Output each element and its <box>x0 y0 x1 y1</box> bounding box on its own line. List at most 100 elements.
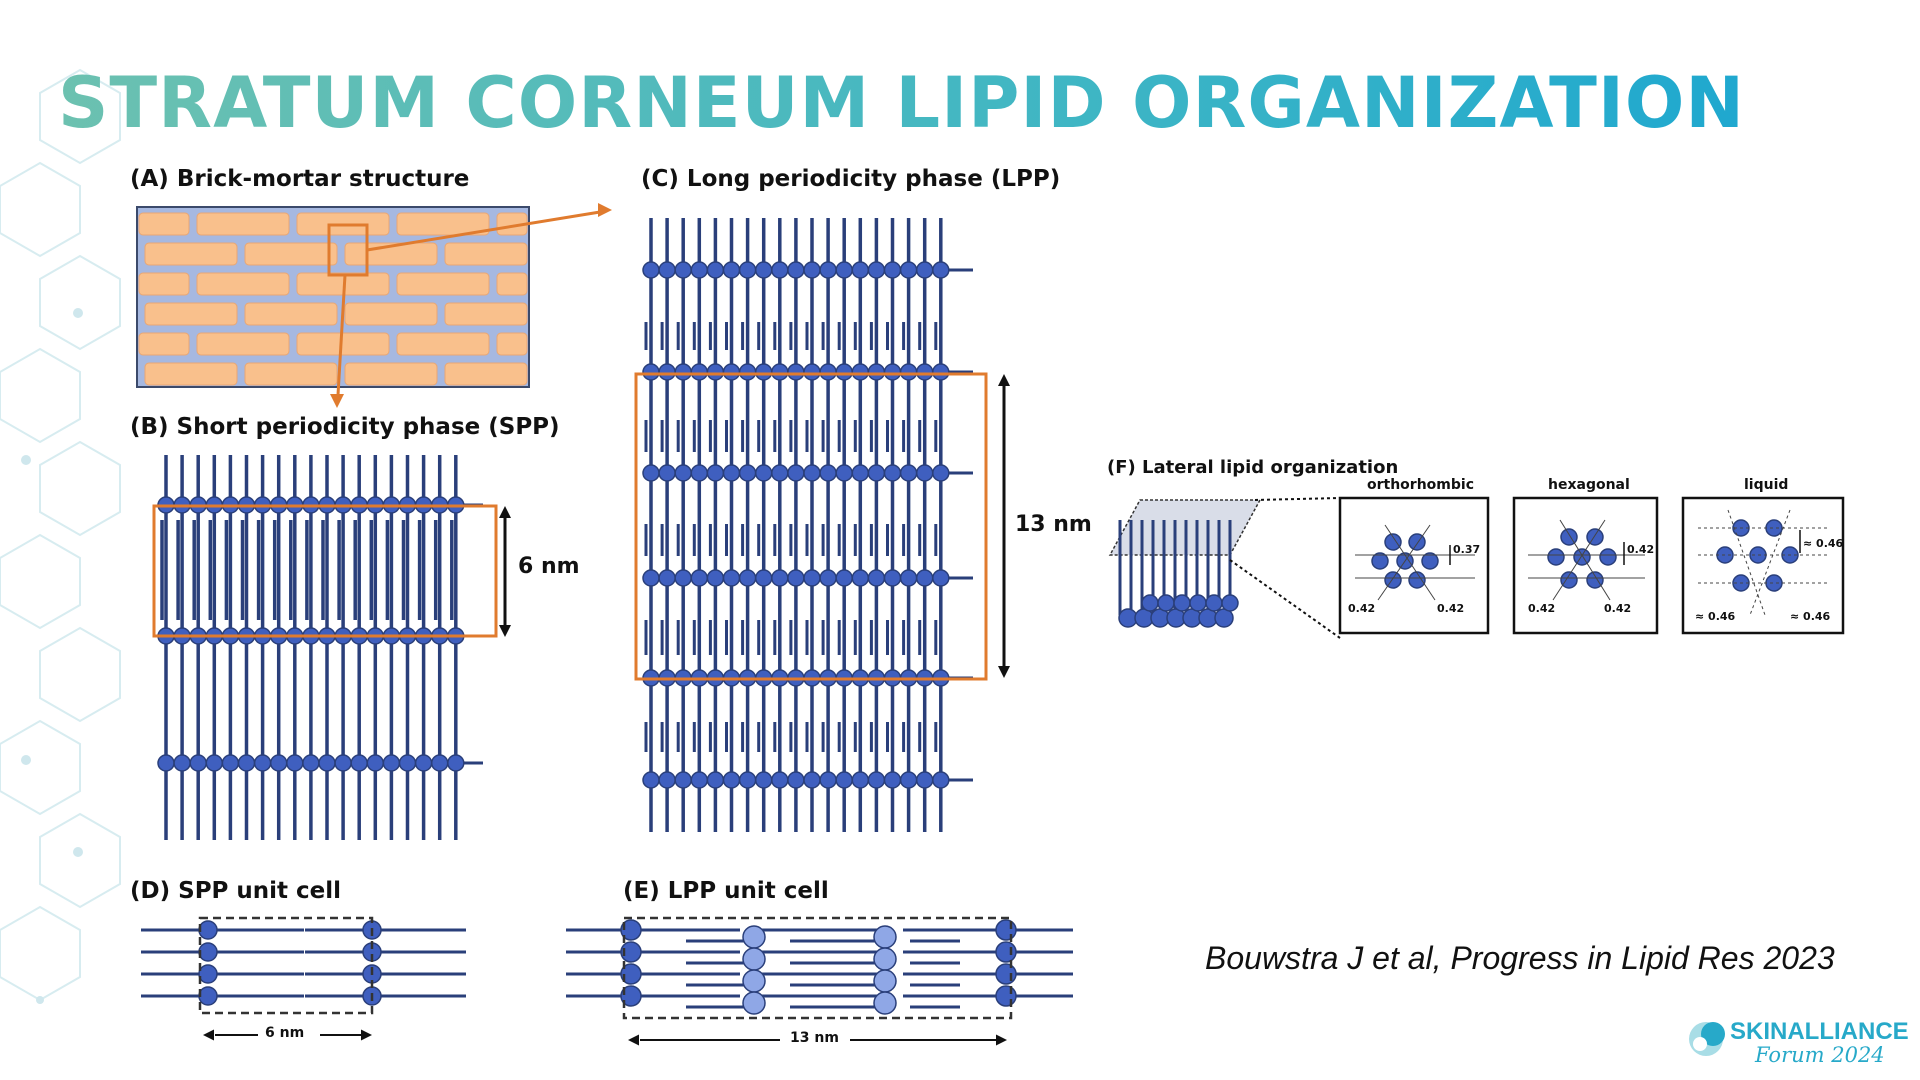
lipid-head <box>932 363 950 381</box>
brick <box>496 272 528 296</box>
brick <box>244 242 338 266</box>
orthorhombic-spacing-left: 0.42 <box>1348 602 1376 615</box>
arrowhead-down <box>499 625 511 637</box>
lpp-unit-cell-box <box>622 916 1013 1020</box>
arrowhead-to-lpp <box>598 203 612 217</box>
lattice-line <box>1552 519 1606 601</box>
brick <box>496 332 528 356</box>
lipid-head <box>620 919 642 941</box>
lattice-molecule <box>1371 552 1389 570</box>
lattice-box <box>1512 496 1659 635</box>
arrowhead-up <box>499 506 511 518</box>
arrowhead-down <box>998 666 1010 678</box>
panel-c-label: (C) Long periodicity phase (LPP) <box>641 166 1061 192</box>
lipid-head <box>620 941 642 963</box>
hexagonal-label: hexagonal <box>1548 477 1630 493</box>
lattice-line <box>1377 524 1431 601</box>
lattice-line <box>1727 509 1766 616</box>
brick <box>144 362 238 386</box>
lattice-box <box>1681 496 1845 635</box>
spp-unit-cell-dimension: 6 nm <box>265 1025 305 1041</box>
lipid-head-light <box>873 991 897 1015</box>
lipid-head <box>932 464 950 482</box>
hexagonal-spacing-right: 0.42 <box>1604 602 1632 615</box>
liquid-spacing-vertical: ≈ 0.46 <box>1803 537 1844 550</box>
brick <box>396 272 490 296</box>
orthorhombic-label: orthorhombic <box>1367 477 1474 493</box>
arrow-to-spp <box>336 274 347 396</box>
arrowhead-up <box>998 374 1010 386</box>
panel-e-label: (E) LPP unit cell <box>623 878 829 904</box>
brick <box>144 302 238 326</box>
brick <box>344 362 438 386</box>
logo-name: SKINALLIANCE <box>1730 1018 1909 1045</box>
liquid-spacing-right: ≈ 0.46 <box>1790 610 1831 623</box>
slide-title: STRATUM CORNEUM LIPID ORGANIZATION <box>58 62 1745 144</box>
citation: Bouwstra J et al, Progress in Lipid Res … <box>1205 940 1835 976</box>
brick <box>244 302 338 326</box>
brick <box>196 212 290 236</box>
brick <box>444 362 528 386</box>
lipid-head <box>932 261 950 279</box>
lattice-line <box>1749 509 1791 616</box>
spp-unit-cell-box <box>198 916 374 1015</box>
brick <box>444 242 528 266</box>
brick <box>138 332 190 356</box>
zoom-line <box>1254 497 1341 501</box>
lattice-molecule <box>1560 571 1578 589</box>
lattice-molecule <box>1586 571 1604 589</box>
lipid-head <box>620 985 642 1007</box>
orthorhombic-spacing-right: 0.42 <box>1437 602 1465 615</box>
arrowhead-left <box>203 1029 214 1041</box>
panel-b-label: (B) Short periodicity phase (SPP) <box>130 414 560 440</box>
brick <box>344 302 438 326</box>
lipid-head <box>932 569 950 587</box>
lattice-molecule <box>1421 552 1439 570</box>
brick <box>444 302 528 326</box>
brick <box>396 332 490 356</box>
lipid-head <box>620 963 642 985</box>
lipid-head <box>198 964 218 984</box>
logo-subtitle: Forum 2024 <box>1755 1043 1885 1067</box>
panel-f-label: (F) Lateral lipid organization <box>1107 457 1399 478</box>
spp-highlight-box <box>152 504 498 638</box>
hexagonal-spacing-vertical: 0.42 <box>1627 543 1655 556</box>
liquid-label: liquid <box>1744 477 1789 493</box>
brick <box>244 362 338 386</box>
arrowhead-to-spp <box>330 394 344 408</box>
lipid-head-light <box>742 991 766 1015</box>
zoom-line <box>1229 559 1341 639</box>
brick <box>138 272 190 296</box>
brick <box>138 212 190 236</box>
lipid-head <box>932 771 950 789</box>
lattice-molecule <box>1408 571 1426 589</box>
arrowhead-right <box>361 1029 372 1041</box>
lipid-head <box>447 754 465 772</box>
brick <box>144 242 238 266</box>
panel-a-label: (A) Brick-mortar structure <box>130 166 470 192</box>
brick <box>196 272 290 296</box>
liquid-spacing-left: ≈ 0.46 <box>1695 610 1736 623</box>
lattice-molecule <box>1599 548 1617 566</box>
lattice-molecule <box>1547 548 1565 566</box>
arrowhead-right <box>996 1034 1007 1046</box>
lattice-molecule <box>1384 533 1402 551</box>
background-hexagon-pattern <box>0 68 121 1004</box>
lpp-dimension-label: 13 nm <box>1015 512 1092 537</box>
brick <box>396 212 490 236</box>
lattice-line <box>1559 519 1611 601</box>
hexagonal-spacing-left: 0.42 <box>1528 602 1556 615</box>
brick <box>196 332 290 356</box>
arrow-to-lpp <box>366 210 601 252</box>
mortar-background <box>136 206 530 388</box>
arrowhead-left <box>628 1034 639 1046</box>
panel-d-label: (D) SPP unit cell <box>130 878 342 904</box>
lipid-head <box>1221 594 1239 612</box>
